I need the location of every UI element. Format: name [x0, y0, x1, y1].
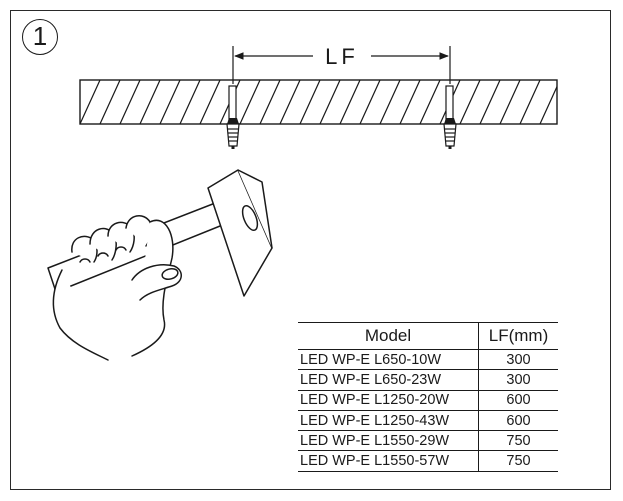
header-lf: LF(mm) [478, 322, 558, 350]
header-model: Model [298, 322, 479, 350]
table-row: LED WP-E L1250-43W 600 [298, 410, 558, 432]
wall-plug-icon [226, 118, 457, 149]
table-row: LED WP-E L650-10W 300 [298, 349, 558, 371]
table-row: LED WP-E L1250-20W 600 [298, 390, 558, 411]
cell-lf: 750 [478, 430, 558, 452]
cell-lf: 600 [478, 390, 558, 411]
model-lf-table: Model LF(mm) LED WP-E L650-10W 300 LED W… [298, 322, 558, 472]
hammer-icon [47, 169, 273, 297]
diagram-frame [10, 10, 611, 490]
cell-model: LED WP-E L1250-43W [298, 410, 479, 432]
table-row: LED WP-E L1550-29W 750 [298, 430, 558, 452]
cell-model: LED WP-E L1250-20W [298, 390, 479, 411]
ceiling-icon [79, 79, 558, 125]
table-row: LED WP-E L1550-57W 750 [298, 450, 558, 472]
cell-model: LED WP-E L650-10W [298, 349, 479, 371]
dimension-label-lf: LF [313, 42, 371, 72]
cell-model: LED WP-E L1550-57W [298, 450, 479, 472]
step-number-badge: 1 [22, 19, 58, 55]
cell-model: LED WP-E L650-23W [298, 369, 479, 391]
cell-model: LED WP-E L1550-29W [298, 430, 479, 452]
cell-lf: 600 [478, 410, 558, 432]
table-row: LED WP-E L650-23W 300 [298, 369, 558, 391]
cell-lf: 300 [478, 369, 558, 391]
cell-lf: 300 [478, 349, 558, 371]
table-header-row: Model LF(mm) [298, 322, 558, 350]
cell-lf: 750 [478, 450, 558, 472]
hand-icon [52, 215, 182, 361]
